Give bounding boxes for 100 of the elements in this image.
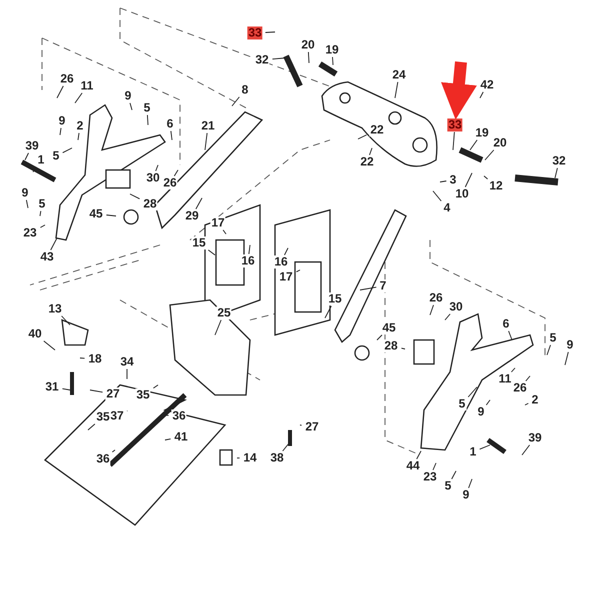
arrow (441, 61, 477, 120)
leader-line (174, 170, 178, 176)
callout-number: 19 (324, 44, 340, 56)
callout-number: 37 (109, 410, 125, 422)
leader-line (60, 128, 62, 136)
leader-line (524, 402, 529, 406)
callout-number: 13 (47, 302, 63, 316)
leader-line (222, 230, 226, 234)
leader-line (452, 132, 455, 150)
leader-line (43, 340, 56, 350)
callout-number: 32 (551, 154, 567, 168)
leader-line (40, 210, 42, 216)
callout-number: 44 (405, 460, 421, 472)
leader-line (400, 348, 406, 350)
callout-number: 22 (369, 124, 385, 136)
callout-number: 19 (474, 126, 490, 140)
callout-number: 7 (378, 280, 388, 292)
callout-number: 16 (273, 256, 289, 268)
leader-line (440, 180, 447, 182)
callout-number: 35 (95, 410, 111, 424)
callout-number: 3 (448, 174, 458, 186)
leader-line (470, 140, 478, 150)
callout-number: 5 (52, 150, 60, 162)
callout-number: 32 (254, 54, 270, 66)
leader-line (308, 52, 310, 64)
callout-number: 28 (383, 340, 399, 352)
leader-line (358, 134, 368, 140)
leader-line (26, 200, 28, 208)
callout-number: 5 (444, 480, 452, 492)
leader-line (32, 166, 37, 172)
leader-line (232, 96, 240, 106)
callout-number: 26 (59, 72, 75, 86)
leader-line (130, 194, 140, 200)
leader-line (564, 352, 569, 366)
leader-line (106, 214, 116, 216)
leader-line (284, 248, 288, 256)
leader-line (195, 198, 202, 210)
callout-number: 25 (216, 306, 232, 320)
callout-number: 21 (200, 120, 216, 132)
callout-number: 27 (304, 420, 320, 434)
callout-number: 45 (88, 208, 104, 220)
leader-line (525, 376, 530, 382)
callout-number: 33 (447, 118, 463, 132)
callout-number: 40 (27, 328, 43, 340)
callout-number: 30 (448, 300, 464, 314)
leader-line (444, 314, 451, 320)
callout-number: 11 (498, 372, 512, 386)
leader-line (522, 444, 530, 456)
callout-number: 5 (38, 198, 46, 210)
callout-number: 31 (44, 380, 60, 394)
leader-line (50, 238, 58, 250)
callout-number: 35 (135, 388, 151, 402)
callout-number: 27 (105, 388, 121, 400)
callout-number: 45 (381, 322, 397, 334)
leader-line (88, 424, 96, 430)
leader-line (24, 152, 29, 160)
leader-line (170, 130, 172, 140)
leader-line (78, 132, 80, 140)
leader-line (432, 462, 436, 470)
leader-line (324, 306, 332, 318)
callout-number: 9 (566, 338, 574, 352)
callout-number: 39 (24, 140, 40, 152)
leader-line (146, 114, 148, 126)
callout-number: 34 (119, 356, 135, 368)
leader-line (126, 368, 128, 380)
callout-number: 6 (502, 318, 510, 330)
callout-number: 1 (468, 446, 478, 458)
callout-number: 2 (530, 394, 540, 406)
leader-line (80, 358, 86, 359)
callout-number: 12 (488, 180, 504, 192)
leader-line (214, 320, 222, 336)
callout-number: 23 (422, 470, 438, 484)
leader-line (155, 164, 158, 172)
callout-number: 11 (80, 80, 94, 92)
leader-line (451, 470, 456, 480)
callout-number: 9 (20, 186, 30, 200)
callout-number: 5 (548, 332, 558, 344)
leader-line (56, 86, 64, 98)
callout-number: 28 (142, 198, 158, 210)
leader-line (332, 56, 334, 66)
leader-line (486, 400, 490, 406)
leader-line (369, 148, 372, 156)
callout-number: 8 (240, 84, 250, 96)
leader-line (484, 150, 494, 160)
leader-line (394, 82, 398, 98)
callout-number: 20 (300, 38, 316, 52)
callout-number: 5 (142, 102, 152, 114)
leader-line (479, 444, 490, 450)
leader-line (484, 176, 488, 180)
callout-number: 18 (87, 352, 103, 366)
callout-number: 2 (76, 120, 84, 132)
callout-number: 36 (171, 410, 187, 422)
leader-line (282, 442, 290, 452)
callout-number: 17 (210, 216, 226, 230)
leader-line (430, 304, 434, 316)
leader-line (468, 478, 472, 488)
leader-line (464, 172, 472, 188)
leader-line (40, 224, 46, 228)
callout-number: 5 (458, 398, 466, 410)
leader-line (508, 330, 512, 340)
